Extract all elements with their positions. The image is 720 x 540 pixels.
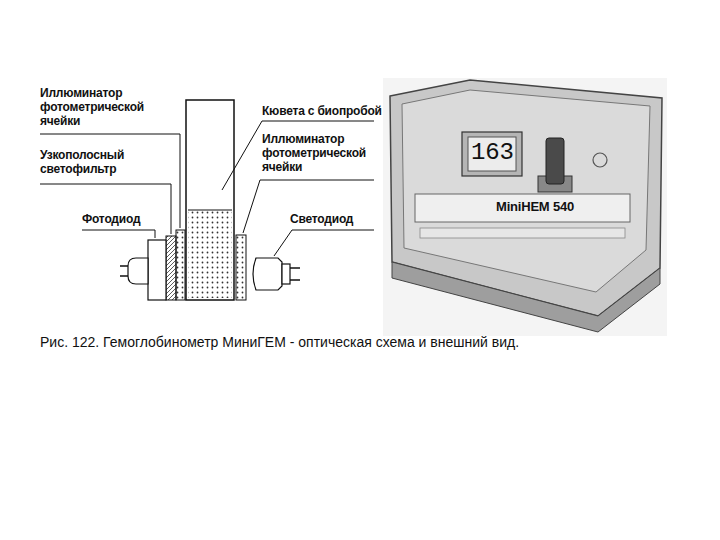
part-label: Иллюминатор фотометрической ячейки: [262, 132, 374, 174]
sample: [188, 210, 232, 298]
part-label: Светодиод: [290, 212, 353, 226]
cuvette: [186, 100, 234, 300]
filter: [166, 236, 176, 300]
display-reading: 163: [471, 140, 514, 166]
illuminator: [176, 230, 185, 300]
device-photo: [383, 78, 667, 336]
part-label: Кювета с биопробой: [262, 104, 382, 118]
leader-lines: [40, 121, 374, 256]
illuminator: [236, 235, 246, 300]
photodiode: [148, 240, 166, 300]
device-name: MiniHEM 540: [496, 200, 574, 214]
figure-caption: Рис. 122. Гемоглобинометр МиниГЕМ - опти…: [40, 334, 519, 351]
part-label: Узкополосный светофильтр: [40, 148, 140, 176]
part-label: Фотодиод: [82, 212, 140, 226]
part-label: Иллюминатор фотометрической ячейки: [40, 86, 152, 128]
led: [253, 258, 282, 290]
